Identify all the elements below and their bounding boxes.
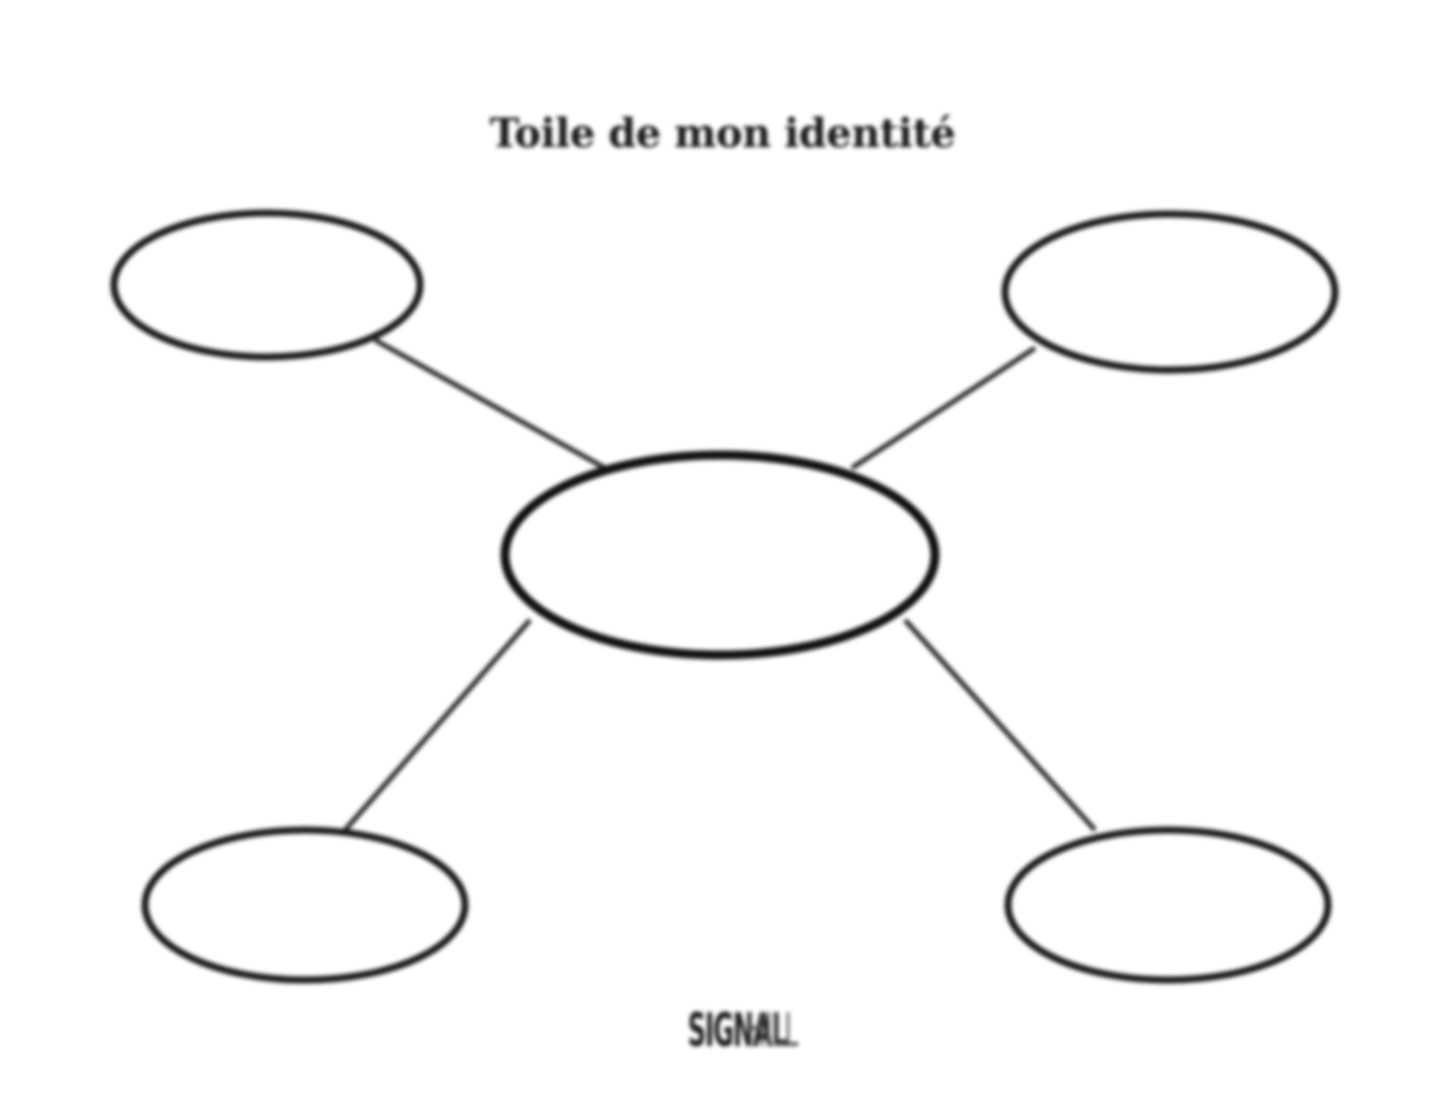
page-title: Toile de mon identité <box>489 110 956 157</box>
bubble-top-left <box>110 209 424 361</box>
connector-bottom-right <box>903 618 1097 832</box>
bubble-bottom-left <box>141 826 469 984</box>
logo-text-hill: HILL <box>746 1003 798 1057</box>
bubble-center <box>500 450 940 660</box>
bubble-bottom-right <box>1004 826 1332 984</box>
signal-hill-logo: SIGNALHILL <box>0 1000 1445 1060</box>
connector-top-left <box>373 337 607 471</box>
bubble-top-right <box>1001 210 1339 374</box>
connector-top-right <box>850 345 1037 471</box>
connector-bottom-left <box>343 618 532 832</box>
logo-text-signal: SIGNAL <box>687 1003 788 1057</box>
